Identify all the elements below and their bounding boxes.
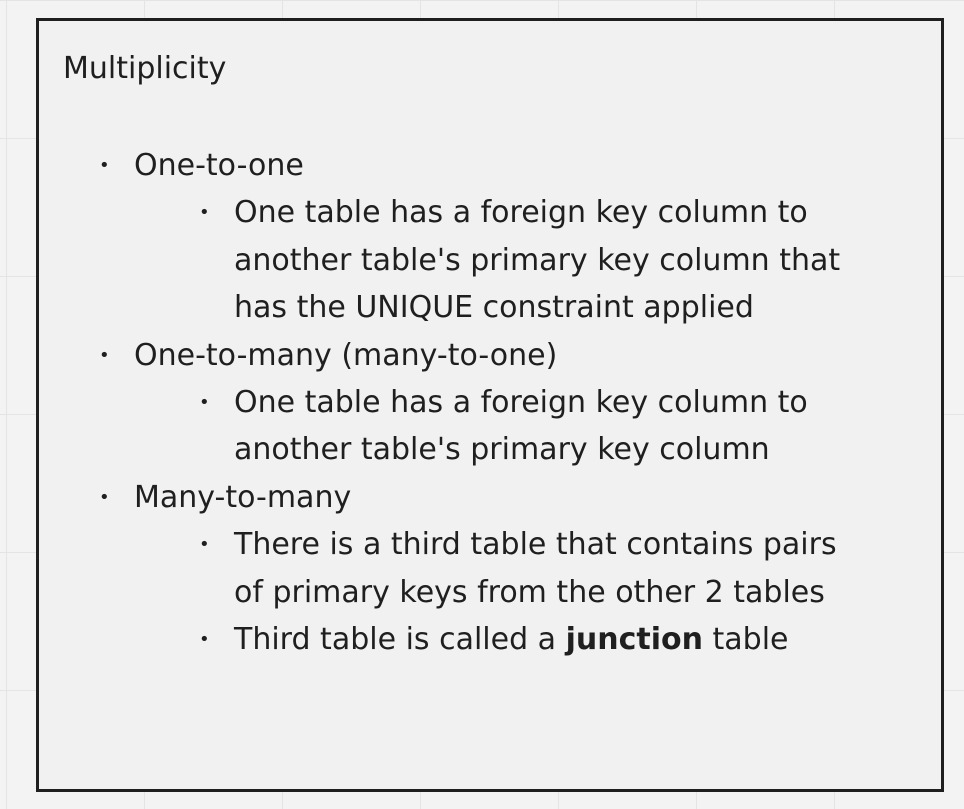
- sub-list: One table has a foreign key column to an…: [134, 189, 879, 331]
- sub-list-item-text: One table has a foreign key column to an…: [234, 195, 841, 326]
- bold-term: junction: [565, 622, 703, 658]
- sub-list: There is a third table that contains pai…: [134, 521, 879, 664]
- text-card[interactable]: Multiplicity One-to-one One table has a …: [36, 18, 944, 792]
- card-title: Multiplicity: [63, 51, 227, 86]
- multiplicity-list: One-to-one One table has a foreign key c…: [99, 142, 879, 664]
- sub-list-item: One table has a foreign key column to an…: [134, 189, 879, 331]
- list-item-many-to-many: Many-to-many There is a third table that…: [99, 474, 879, 664]
- sub-list-item: There is a third table that contains pai…: [134, 521, 879, 616]
- sub-list: One table has a foreign key column to an…: [134, 379, 879, 474]
- sub-list-item-text: One table has a foreign key column to an…: [234, 385, 808, 468]
- sub-list-item: One table has a foreign key column to an…: [134, 379, 879, 474]
- list-item-one-to-many: One-to-many (many-to-one) One table has …: [99, 332, 879, 474]
- list-item-label: Many-to-many: [134, 479, 352, 515]
- sub-list-item-text: There is a third table that contains pai…: [234, 527, 837, 610]
- text-prefix: Third table is called a: [234, 622, 566, 658]
- sub-list-item: Third table is called a junction table: [134, 616, 879, 664]
- sub-list-item-text: Third table is called a junction table: [234, 616, 874, 663]
- list-item-label: One-to-one: [134, 148, 304, 183]
- text-suffix: table: [702, 622, 789, 658]
- list-item-one-to-one: One-to-one One table has a foreign key c…: [99, 142, 879, 332]
- list-item-label: One-to-many (many-to-one): [134, 337, 558, 373]
